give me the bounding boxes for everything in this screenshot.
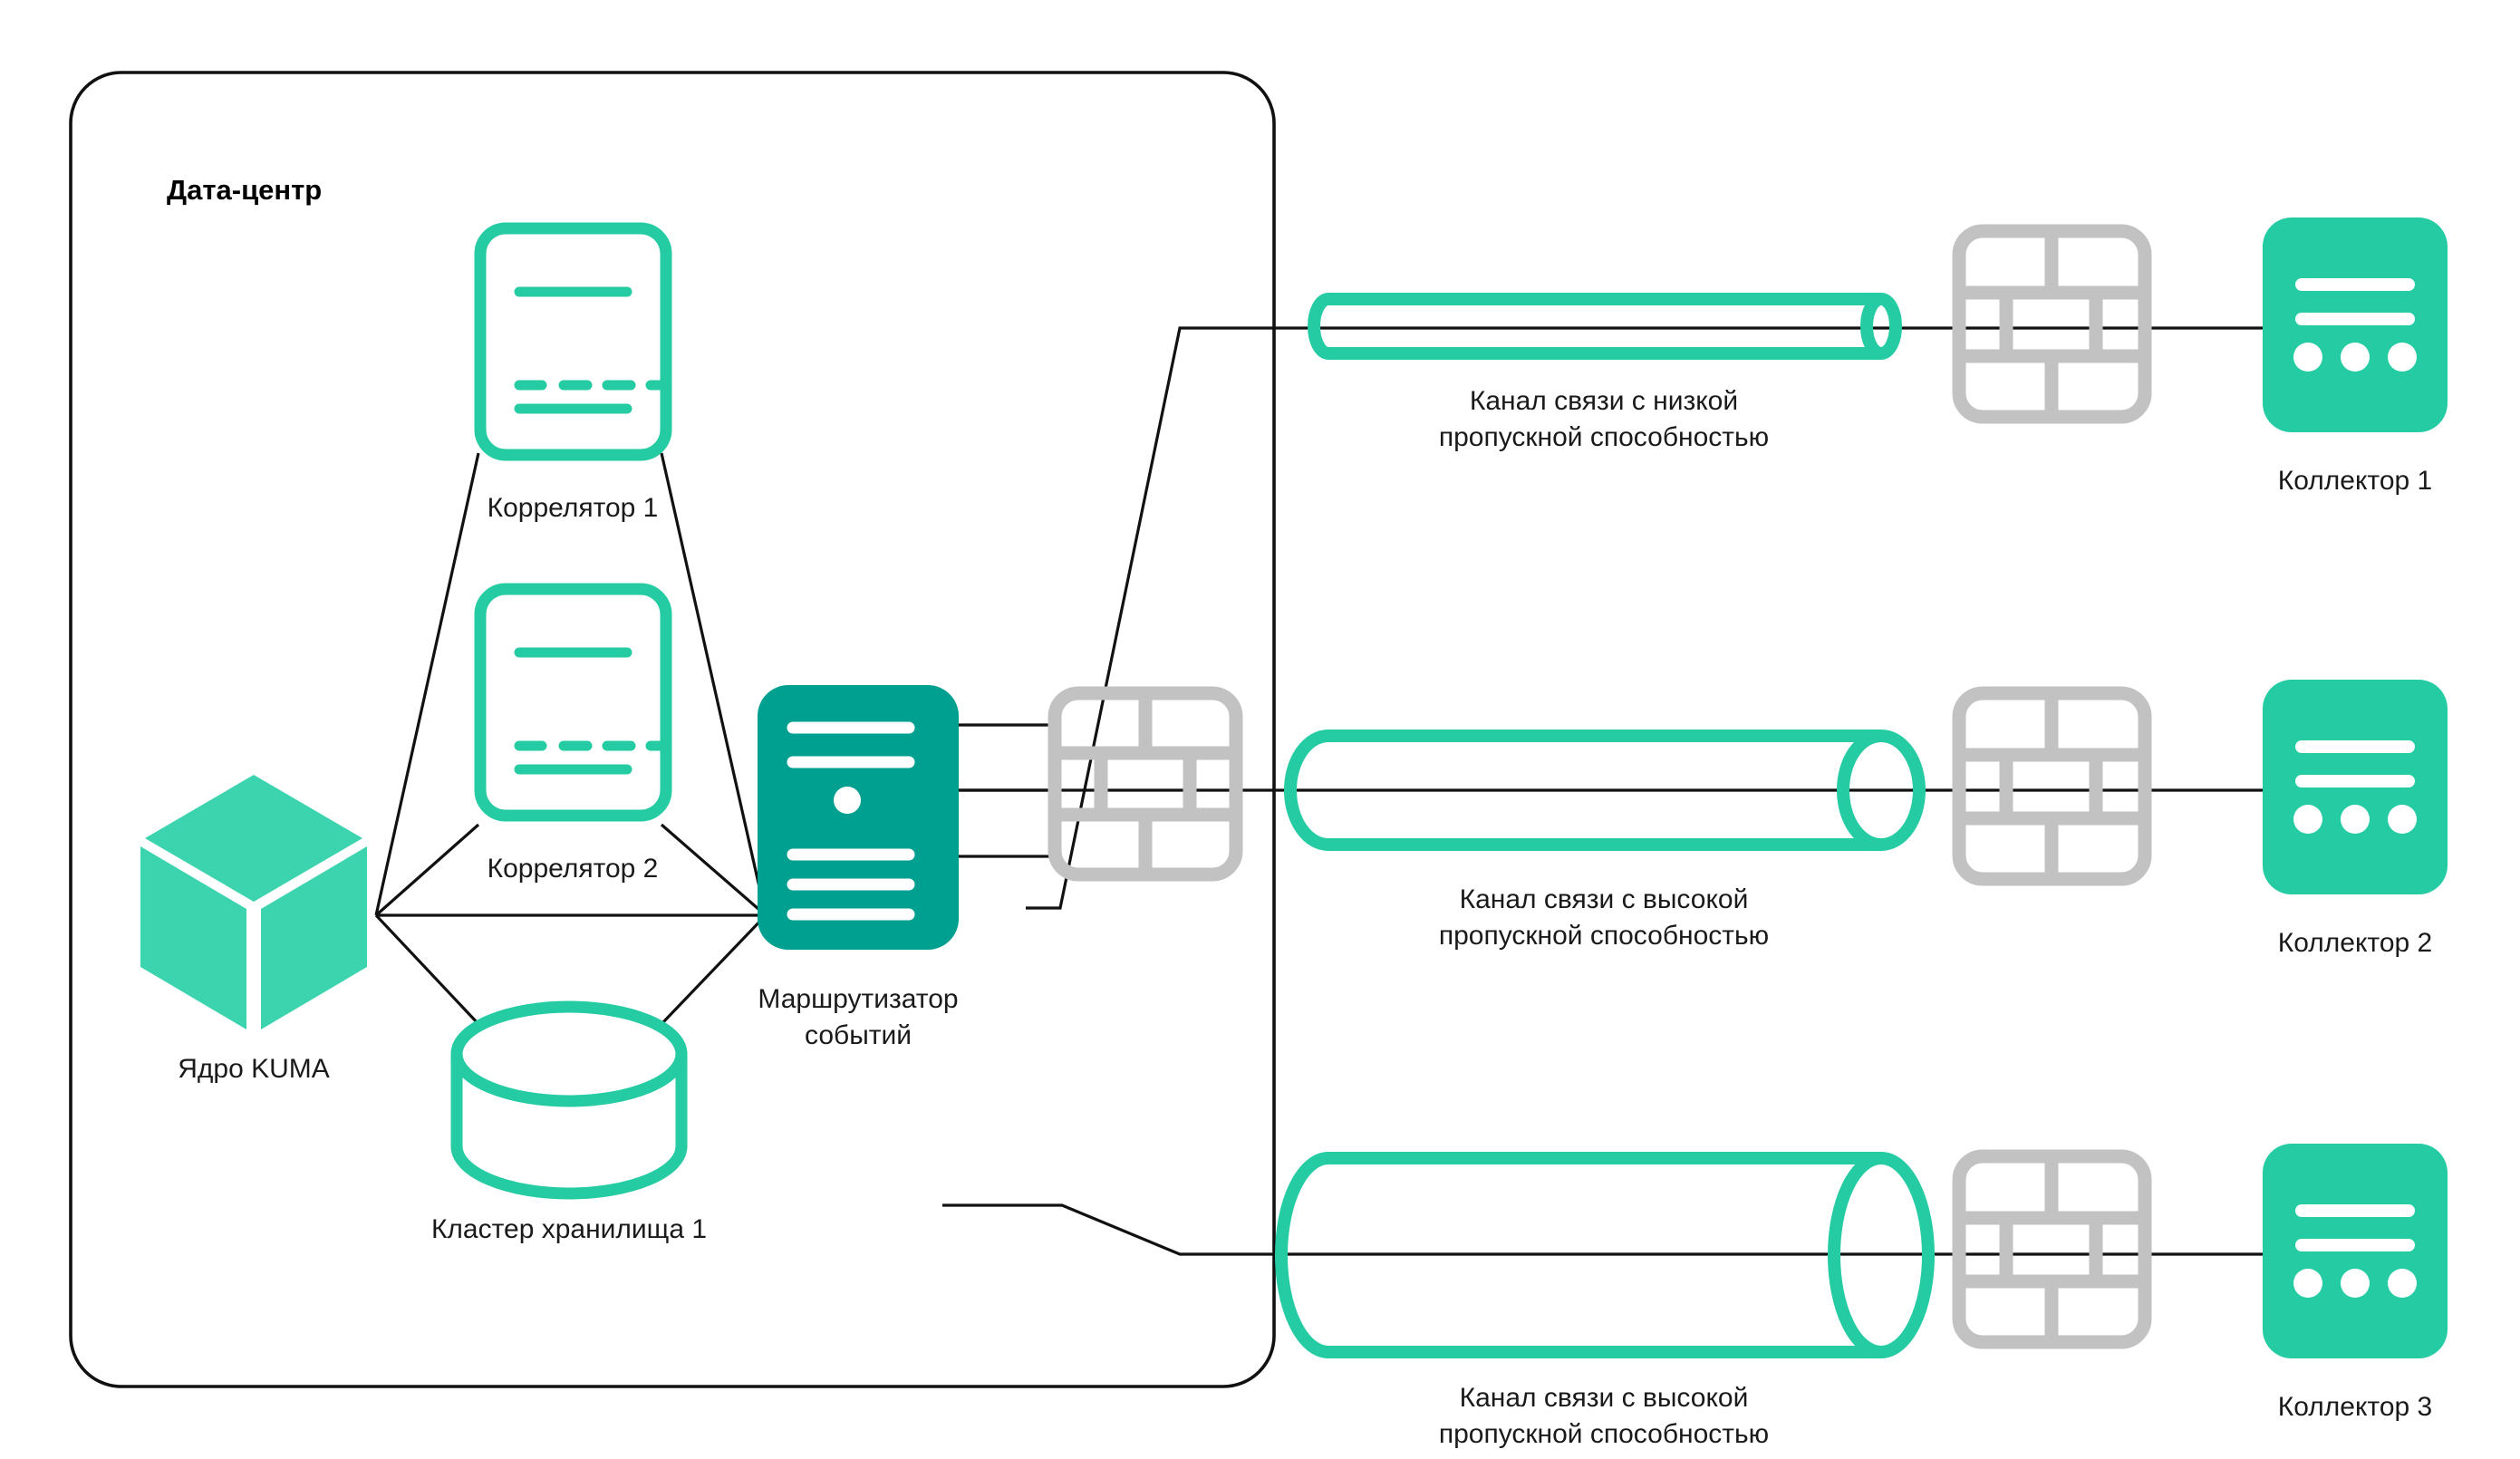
correlator-1-label: Коррелятор 1 xyxy=(488,493,659,523)
link-correlator1-router xyxy=(660,452,768,916)
link-core-storage xyxy=(374,913,480,1026)
cube-icon xyxy=(145,775,362,902)
datacenter-label: Дата-центр xyxy=(167,174,322,206)
database-body xyxy=(450,1054,688,1200)
channel-high2-label-line2: пропускной способностью xyxy=(1439,1419,1769,1449)
link-core-correlator2 xyxy=(374,823,480,917)
firewall-bottom[interactable] xyxy=(1952,1149,2152,1349)
firewall-top[interactable] xyxy=(1952,224,2152,424)
collector-3-label: Коллектор 3 xyxy=(2278,1392,2432,1422)
collector-dot-2 xyxy=(2341,1269,2370,1298)
channel-high2-label-line1: Канал связи с высокой xyxy=(1460,1383,1749,1413)
channel-low-label-line1: Канал связи с низкой xyxy=(1470,386,1738,416)
correlator-1-node[interactable]: Коррелятор 1 xyxy=(474,222,672,523)
event-router-node[interactable]: Маршрутизатор событий xyxy=(758,685,959,1050)
channel-buses xyxy=(942,326,2263,1256)
datacenter-boundary xyxy=(69,71,1276,1388)
pipe-icon xyxy=(1284,730,1881,851)
channel-low-bandwidth[interactable]: Канал связи с низкой пропускной способно… xyxy=(1308,293,1902,452)
correlator-icon xyxy=(474,222,672,461)
collector-2-label: Коллектор 2 xyxy=(2278,928,2432,958)
event-router-label-line1: Маршрутизатор xyxy=(758,984,958,1014)
channel-high-bandwidth-2[interactable]: Канал связи с высокой пропускной способн… xyxy=(1275,1152,1935,1449)
collector-2-node[interactable]: Коллектор 2 xyxy=(2263,680,2448,958)
firewall-inner[interactable] xyxy=(1048,686,1243,882)
pipe-icon xyxy=(1308,293,1881,360)
pipe-opening xyxy=(1837,730,1926,851)
link-correlator2-router xyxy=(660,823,768,917)
bus-to-collector1 xyxy=(1026,326,2263,910)
channel-high1-label-line2: пропускной способностью xyxy=(1439,921,1769,951)
firewall-mid[interactable] xyxy=(1952,686,2152,886)
collector-1-node[interactable]: Коллектор 1 xyxy=(2263,217,2448,496)
database-icon xyxy=(450,1000,688,1107)
internal-links xyxy=(374,452,768,1026)
pipe-icon xyxy=(1275,1152,1881,1358)
storage-cluster-1-node[interactable]: Кластер хранилища 1 xyxy=(431,1000,707,1244)
bus-to-collector3 xyxy=(942,1203,2263,1256)
collector-dot-2 xyxy=(2341,805,2370,834)
collector-1-label: Коллектор 1 xyxy=(2278,466,2432,496)
event-router-label-line2: событий xyxy=(805,1020,912,1050)
cube-left-face xyxy=(140,846,246,1029)
server-status-dot xyxy=(834,787,861,814)
kuma-core-node[interactable]: Ядро KUMA xyxy=(140,775,367,1084)
correlator-2-node[interactable]: Коррелятор 2 xyxy=(474,583,672,884)
collector-dot-1 xyxy=(2293,805,2322,834)
link-storage-router xyxy=(660,913,768,1026)
correlator-2-label: Коррелятор 2 xyxy=(488,854,659,884)
kuma-core-label: Ядро KUMA xyxy=(178,1054,330,1084)
channel-low-label-line2: пропускной способностью xyxy=(1439,422,1769,452)
collector-dot-1 xyxy=(2293,343,2322,372)
channel-high-bandwidth-1[interactable]: Канал связи с высокой пропускной способн… xyxy=(1284,730,1926,951)
collector-dot-3 xyxy=(2388,805,2417,834)
collector-3-node[interactable]: Коллектор 3 xyxy=(2263,1144,2448,1422)
cube-right-face xyxy=(261,846,367,1029)
collector-dot-1 xyxy=(2293,1269,2322,1298)
storage-cluster-1-label: Кластер хранилища 1 xyxy=(431,1214,707,1244)
correlator-icon xyxy=(474,583,672,822)
channel-high1-label-line1: Канал связи с высокой xyxy=(1460,884,1749,914)
collector-dot-3 xyxy=(2388,1269,2417,1298)
collector-dot-3 xyxy=(2388,343,2417,372)
pipe-opening xyxy=(1860,293,1902,360)
pipe-opening xyxy=(1828,1152,1935,1358)
collector-dot-2 xyxy=(2341,343,2370,372)
link-core-correlator1 xyxy=(374,452,480,916)
